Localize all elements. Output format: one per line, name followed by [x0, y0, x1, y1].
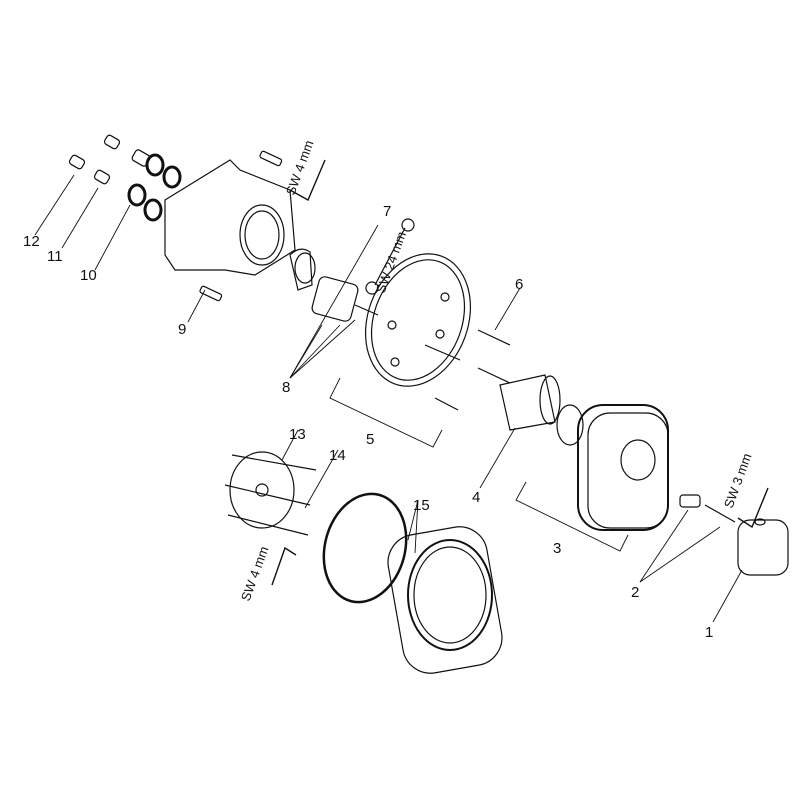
- hex-keys: [271, 159, 769, 586]
- handle: [679, 494, 789, 576]
- callout-15: 15: [413, 497, 430, 514]
- sleeve: [499, 374, 584, 446]
- install-bracket: [224, 451, 317, 536]
- callout-14: 14: [329, 447, 346, 464]
- screws: [477, 329, 511, 384]
- callout-12: 12: [23, 233, 40, 250]
- callout-4: 4: [472, 489, 481, 506]
- callout-3: 3: [553, 540, 562, 557]
- callout-7: 7: [383, 203, 392, 220]
- leader-lines: [34, 174, 743, 623]
- callout-1: 1: [705, 624, 714, 641]
- o-rings: [127, 153, 182, 222]
- callout-2: 2: [631, 584, 640, 601]
- square-cover: [577, 404, 669, 531]
- large-o-ring: [322, 492, 408, 604]
- mounting-plate: [364, 253, 472, 411]
- callout-9: 9: [178, 321, 187, 338]
- group-brackets: [329, 377, 629, 552]
- callout-8: 8: [282, 379, 291, 396]
- fittings: [68, 134, 151, 185]
- callout-10: 10: [80, 267, 97, 284]
- callout-6: 6: [515, 276, 524, 293]
- callout-13: 13: [289, 426, 306, 443]
- cartridge: [289, 248, 379, 322]
- square-escutcheon: [387, 526, 503, 674]
- callout-11: 11: [47, 248, 63, 265]
- mounting-body: [164, 150, 296, 302]
- callout-5: 5: [366, 431, 375, 448]
